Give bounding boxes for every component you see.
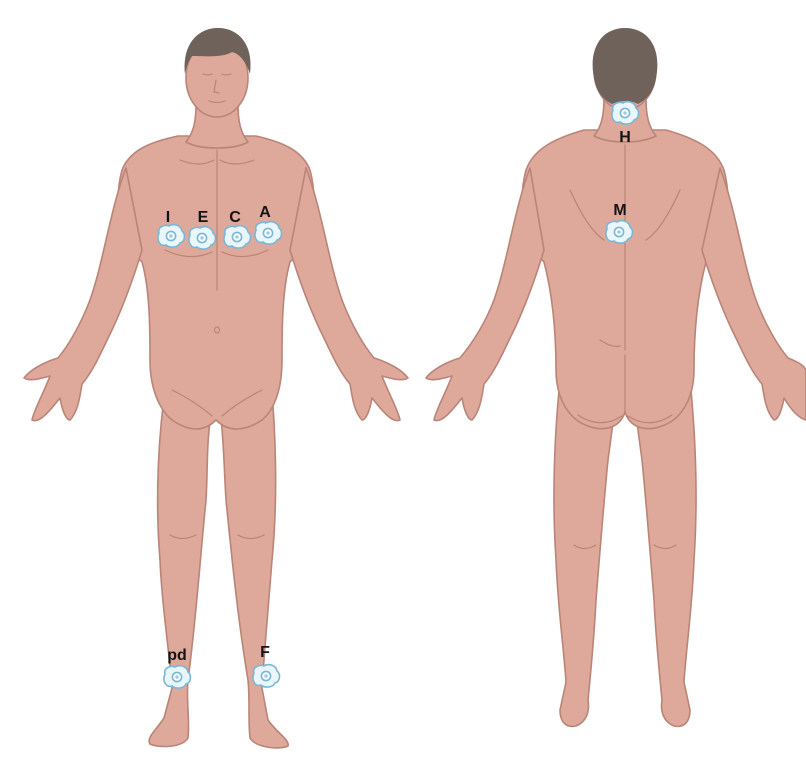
front-body-figure — [24, 28, 408, 748]
electrode-label-C: C — [229, 209, 241, 226]
electrode-label-I: I — [166, 209, 170, 226]
electrode-pad-icon — [255, 222, 281, 244]
electrode-label-F: F — [260, 644, 270, 661]
electrode-label-H: H — [619, 129, 631, 146]
electrode-label-M: M — [613, 202, 626, 219]
electrode-pad-icon — [612, 102, 638, 124]
electrode-pad-icon — [164, 666, 190, 688]
electrode-pad-icon — [253, 665, 279, 687]
electrode-pd: pd — [164, 647, 190, 688]
electrode-pad-icon — [189, 227, 215, 249]
electrode-label-E: E — [198, 209, 209, 226]
back-body-figure — [426, 28, 806, 726]
electrode-pad-icon — [158, 225, 184, 247]
electrode-pad-icon — [224, 226, 250, 248]
electrode-label-pd: pd — [167, 647, 187, 664]
electrode-pad-icon — [606, 221, 632, 243]
electrode-label-A: A — [259, 204, 271, 221]
